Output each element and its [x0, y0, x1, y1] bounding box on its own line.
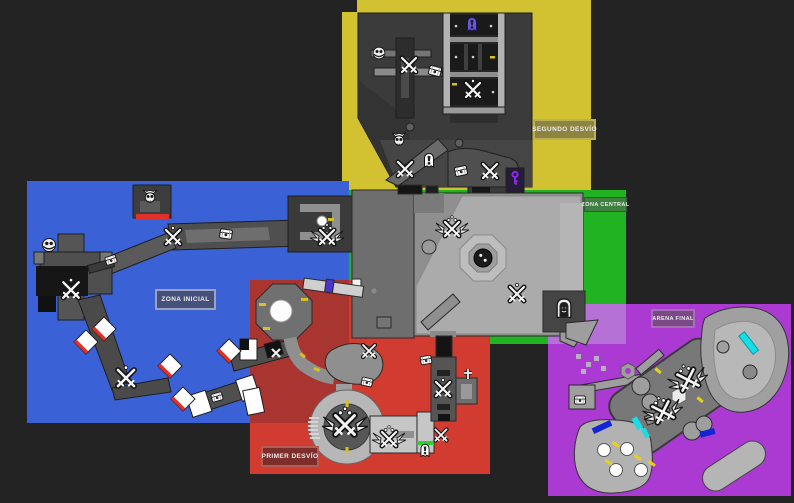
red-marker	[136, 214, 169, 219]
zone-label-primer-desvio: PRIMER DESVÍO	[261, 446, 319, 467]
ghost-icon	[424, 153, 434, 168]
chest-icon	[574, 395, 586, 405]
cyan-marker	[738, 331, 760, 356]
map-segundo-desvio	[357, 12, 533, 204]
purple-ghost-icon	[467, 17, 477, 32]
yellow-tick	[452, 83, 457, 86]
blue-marker	[591, 420, 613, 434]
yellow-tick	[490, 56, 495, 59]
zone-label-zona-inicial: ZONA INICIAL	[155, 289, 216, 310]
skull-ball-icon	[41, 237, 57, 253]
yellow-tick	[299, 352, 306, 359]
yellow-tick	[263, 327, 270, 330]
yellow-tick	[301, 298, 308, 301]
yellow-corner-notch	[342, 0, 357, 12]
chest-icon	[218, 228, 234, 240]
green-marker	[417, 441, 434, 445]
skull-ball-icon	[372, 46, 386, 60]
zone-label-segundo-desvio: SEGUNDO DESVÍO	[532, 119, 597, 140]
tombstone-icon	[556, 298, 572, 319]
purple-marker	[323, 278, 335, 294]
spawn-circles	[597, 442, 648, 477]
yellow-tick	[345, 447, 349, 454]
floating-tiles	[576, 354, 606, 374]
zone-label-zona-central: ZONA CENTRAL	[582, 197, 629, 212]
yellow-tick	[313, 367, 321, 372]
yellow-tick	[328, 218, 334, 221]
map-arena-final	[565, 306, 790, 494]
cyan-marker	[631, 416, 644, 431]
white-diamond-platforms	[73, 316, 242, 412]
cyan-marker	[640, 427, 651, 439]
yellow-tick	[259, 303, 266, 306]
map-zona-central	[351, 184, 586, 359]
ghost-icon	[420, 443, 430, 457]
yellow-tick	[345, 400, 349, 407]
chest-icon	[453, 164, 469, 178]
blue-marker	[699, 428, 716, 438]
chest-icon	[419, 354, 433, 366]
chest-icon	[360, 376, 374, 388]
map-primer-desvio	[255, 277, 478, 465]
arena-stairs	[308, 417, 320, 439]
yellow-ticks	[604, 367, 704, 467]
zone-label-arena-final: ARENA FINAL	[651, 309, 695, 328]
map-zona-inicial	[33, 184, 353, 418]
orb-icon	[473, 248, 493, 268]
